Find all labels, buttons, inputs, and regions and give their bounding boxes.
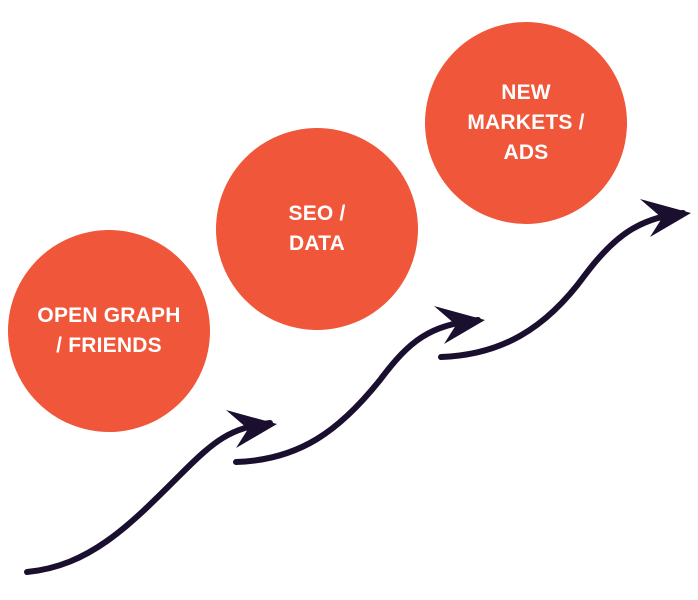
curved-arrow-icon [24, 420, 273, 575]
step-label-line: OPEN GRAPH [37, 304, 181, 327]
arrowhead-icon [640, 199, 691, 237]
arrowhead-icon [434, 306, 485, 344]
step-label-line: MARKETS / [467, 111, 585, 134]
step-circle-seo: SEO / DATA [216, 128, 418, 330]
arrowhead-icon [226, 410, 277, 448]
step-label-line: SEO / [288, 202, 346, 225]
curved-arrow-icon [233, 317, 481, 465]
curved-arrow-icon [438, 210, 686, 360]
step-label-line: DATA [288, 232, 345, 255]
step-circle-open-graph: OPEN GRAPH / FRIENDS [8, 230, 210, 432]
step-label-line: NEW [501, 81, 551, 104]
step-label-line: ADS [503, 141, 549, 164]
step-label-line: / FRIENDS [56, 334, 162, 357]
step-circle-new-markets: NEW MARKETS / ADS [425, 22, 627, 224]
